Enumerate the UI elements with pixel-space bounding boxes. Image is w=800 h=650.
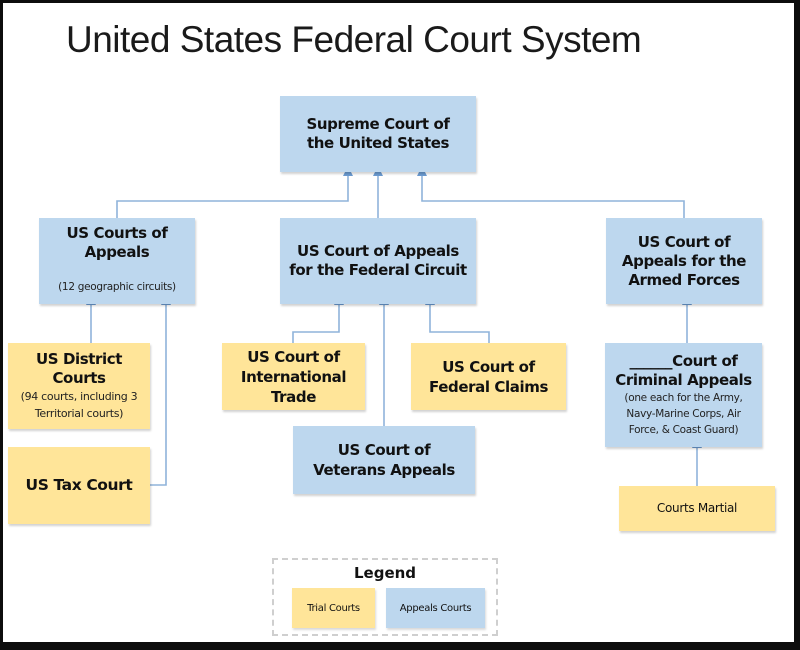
node-label: US Court of Appeals for the Federal Circ… bbox=[289, 242, 467, 279]
legend-label: Trial Courts bbox=[307, 602, 360, 614]
node-label: US Tax Court bbox=[25, 476, 133, 494]
node-sublabel: (one each for the Army, Navy-Marine Corp… bbox=[624, 392, 743, 436]
node-supreme-court: Supreme Court of the United States bbox=[280, 96, 476, 172]
node-label: US Court of Veterans Appeals bbox=[313, 441, 455, 479]
node-veterans-appeals: US Court of Veterans Appeals bbox=[293, 426, 475, 494]
node-label: US Courts of Appeals bbox=[66, 224, 168, 261]
node-label: US Court of International Trade bbox=[240, 347, 347, 406]
node-label: Supreme Court of the United States bbox=[306, 115, 450, 152]
edge-armed-forces-to-supreme bbox=[417, 166, 685, 218]
legend: Legend Trial Courts Appeals Courts bbox=[272, 558, 498, 636]
node-armed-forces: US Court of Appeals for the Armed Forces bbox=[606, 218, 762, 304]
legend-item-appeals-courts: Appeals Courts bbox=[386, 588, 485, 628]
node-courts-martial: Courts Martial bbox=[619, 486, 775, 531]
edge-federal-claims-to-federal-circuit bbox=[425, 295, 490, 343]
node-criminal-appeals: ______Court of Criminal Appeals (one eac… bbox=[605, 343, 762, 447]
node-sublabel: (12 geographic circuits) bbox=[58, 281, 176, 293]
edge-courts-of-appeals-to-supreme bbox=[116, 166, 353, 218]
diagram-canvas: United States Federal Court System bbox=[3, 3, 794, 642]
node-label: US Court of Appeals for the Armed Forces bbox=[621, 232, 747, 289]
node-tax-court: US Tax Court bbox=[8, 447, 150, 524]
edge-intl-trade-to-federal-circuit bbox=[292, 295, 344, 343]
node-international-trade: US Court of International Trade bbox=[222, 343, 365, 410]
node-federal-claims: US Court of Federal Claims bbox=[411, 343, 566, 410]
legend-title: Legend bbox=[353, 564, 417, 582]
node-courts-of-appeals: US Courts of Appeals (12 geographic circ… bbox=[39, 218, 195, 304]
legend-item-trial-courts: Trial Courts bbox=[292, 588, 375, 628]
node-federal-circuit: US Court of Appeals for the Federal Circ… bbox=[280, 218, 476, 304]
node-label: US District Courts bbox=[35, 350, 123, 387]
connector-layer bbox=[86, 166, 702, 486]
node-sublabel: (94 courts, including 3 Territorial cour… bbox=[20, 390, 138, 420]
page-title: United States Federal Court System bbox=[66, 19, 642, 60]
legend-label: Appeals Courts bbox=[399, 602, 472, 614]
edge-tax-court-to-courts-of-appeals bbox=[150, 295, 171, 486]
node-label: Courts Martial bbox=[656, 501, 738, 515]
node-label: ______Court of Criminal Appeals bbox=[615, 352, 752, 389]
node-label: US Court of Federal Claims bbox=[429, 357, 548, 396]
node-district-courts: US District Courts (94 courts, including… bbox=[8, 343, 150, 429]
